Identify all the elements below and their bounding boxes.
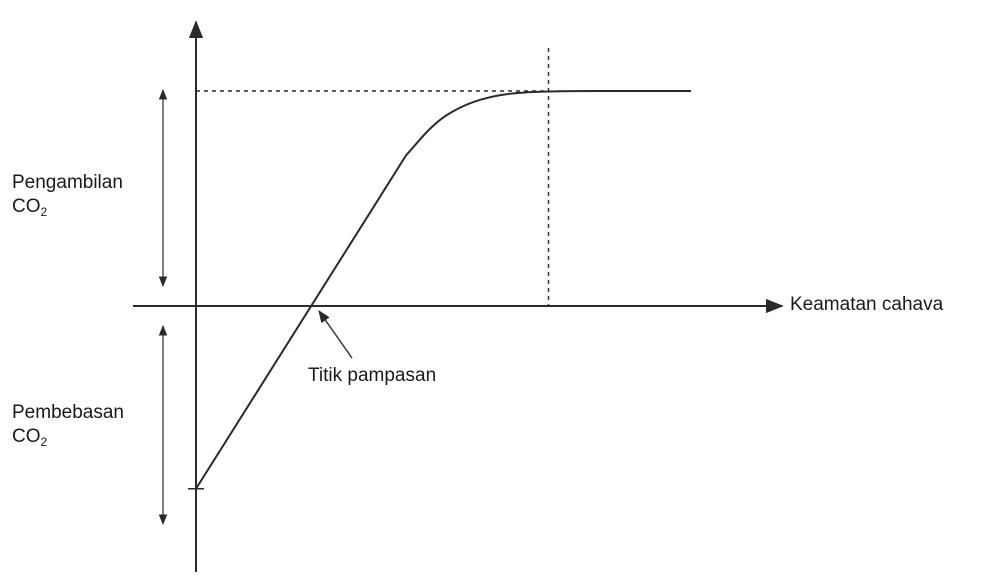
y-label-release-formula: CO — [12, 426, 41, 447]
y-label-release-main: Pembebasan — [12, 402, 124, 423]
photosynthesis-curve — [195, 90, 691, 490]
y-label-uptake-subscript: 2 — [40, 205, 48, 219]
y-label-release: Pembebasan CO2 — [12, 401, 124, 449]
y-label-uptake: Pengambilan CO2 — [12, 171, 123, 219]
y-label-uptake-formula: CO — [12, 196, 41, 217]
y-label-uptake-main: Pengambilan — [12, 172, 123, 193]
compensation-point-pointer — [318, 309, 353, 359]
y-label-release-subscript: 2 — [40, 435, 48, 449]
compensation-point-label: Titik pampasan — [308, 365, 437, 386]
x-axis-label: Keamatan cahava — [790, 294, 944, 315]
